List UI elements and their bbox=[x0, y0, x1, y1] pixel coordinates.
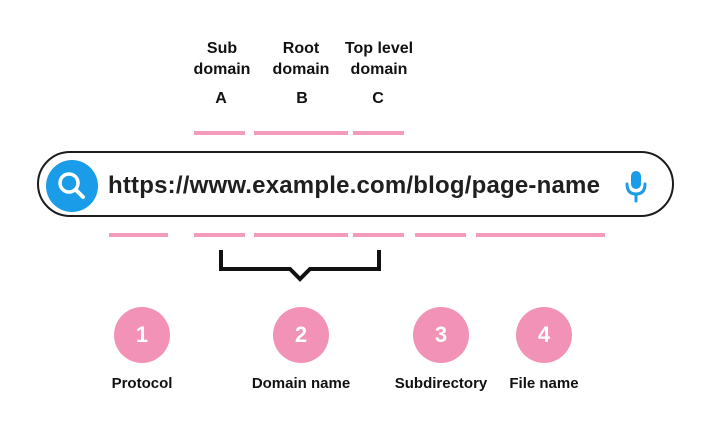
badge-domain-name: 2 bbox=[273, 307, 329, 363]
label-subdirectory: Subdirectory bbox=[394, 375, 488, 392]
letter-b: B bbox=[296, 90, 308, 107]
label-sub-domain: Sub domain bbox=[193, 40, 251, 78]
search-bar[interactable] bbox=[37, 151, 674, 217]
label-root-domain: Root domain bbox=[272, 40, 330, 78]
label-file-name: File name bbox=[509, 375, 579, 392]
search-button[interactable] bbox=[46, 160, 98, 212]
badge-subdirectory: 3 bbox=[413, 307, 469, 363]
label-domain-name: Domain name bbox=[251, 375, 351, 392]
label-protocol: Protocol bbox=[111, 375, 173, 392]
underline-top-root-domain bbox=[254, 131, 348, 135]
underline-file-name bbox=[476, 233, 605, 237]
microphone-icon[interactable] bbox=[622, 168, 650, 204]
badge-file-name: 4 bbox=[516, 307, 572, 363]
url-text[interactable]: https://www.example.com/blog/page-name bbox=[108, 172, 601, 199]
search-icon bbox=[58, 172, 85, 199]
domain-bracket bbox=[219, 250, 381, 282]
badge-protocol: 1 bbox=[114, 307, 170, 363]
underline-subdirectory bbox=[415, 233, 466, 237]
letter-c: C bbox=[372, 90, 384, 107]
label-top-level-domain: Top level domain bbox=[344, 40, 414, 78]
letter-a: A bbox=[215, 90, 227, 107]
underline-root-domain bbox=[254, 233, 348, 237]
underline-top-sub-domain bbox=[194, 131, 245, 135]
underline-sub-domain bbox=[194, 233, 245, 237]
underline-top-tld bbox=[353, 131, 404, 135]
underline-tld bbox=[353, 233, 404, 237]
underline-protocol bbox=[109, 233, 168, 237]
